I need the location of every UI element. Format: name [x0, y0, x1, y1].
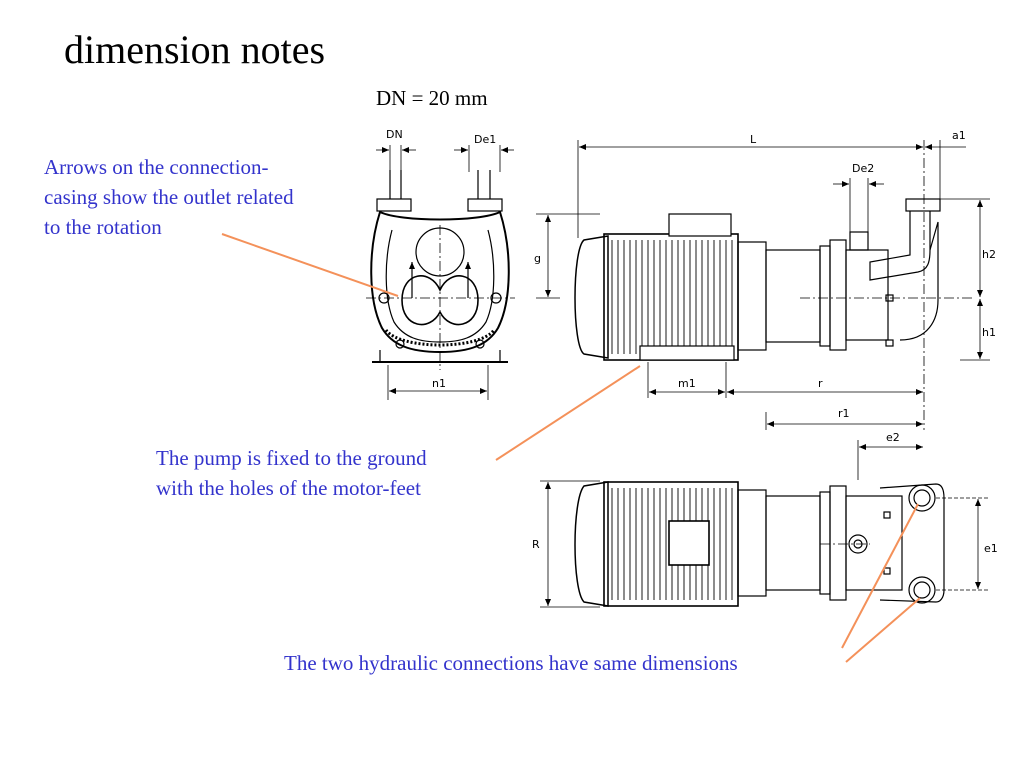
dim-label-dn: DN [386, 128, 403, 141]
dim-label-a1: a1 [952, 129, 966, 142]
connection-leader-bottom [845, 597, 921, 663]
connections-note: The two hydraulic connections have same … [284, 651, 738, 675]
fixing-note: The pump is fixed to the ground with the… [156, 443, 427, 503]
dim-label-r: r [818, 377, 823, 390]
rotation-note: Arrows on the connection- casing show th… [44, 152, 294, 242]
dim-label-r1: r1 [838, 407, 850, 420]
nominal-diameter: DN = 20 mm [376, 86, 488, 110]
fixing-note-line: with the holes of the motor-feet [156, 476, 421, 500]
dim-label-de1: De1 [474, 133, 496, 146]
dim-label-h2: h2 [982, 248, 996, 261]
dimension-labels: DN De1 L a1 De2 g h2 h1 n1 m1 r r1 e2 R … [386, 128, 998, 555]
dim-label-n1: n1 [432, 377, 446, 390]
rotation-note-line: Arrows on the connection- [44, 155, 269, 179]
fixing-note-line: The pump is fixed to the ground [156, 446, 427, 470]
page-title: dimension notes [64, 27, 326, 72]
dim-label-r-capital: R [532, 538, 540, 551]
side-view [574, 140, 972, 430]
dim-label-m1: m1 [678, 377, 696, 390]
front-view [366, 170, 515, 370]
front-dimensions [376, 145, 600, 400]
rotation-note-line: to the rotation [44, 215, 162, 239]
dim-label-l: L [750, 133, 757, 146]
dim-label-e1: e1 [984, 542, 998, 555]
top-view [574, 481, 945, 607]
dim-label-g: g [534, 252, 541, 265]
dim-label-h1: h1 [982, 326, 996, 339]
side-dimensions [577, 140, 990, 480]
top-dimensions [540, 480, 990, 608]
rotation-leader [221, 233, 399, 297]
leader-lines [221, 233, 921, 663]
rotation-note-line: casing show the outlet related [44, 185, 294, 209]
dim-label-de2: De2 [852, 162, 874, 175]
dim-label-e2: e2 [886, 431, 900, 444]
connection-leader-top [841, 503, 919, 649]
fixing-leader [495, 365, 641, 461]
